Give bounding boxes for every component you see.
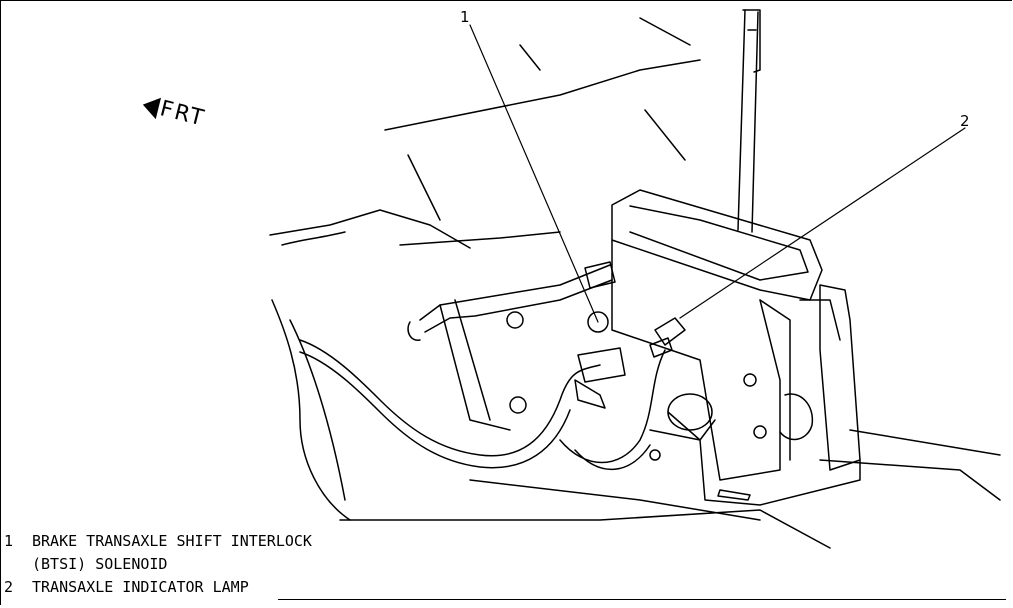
cable-bracket-2 [454,299,491,421]
legend-item: 1 BRAKE TRANSAXLE SHIFT INTERLOCK [4,530,1004,553]
console-edge [407,154,441,221]
callout-1: 1 [460,8,470,26]
btsi-solenoid [577,347,626,383]
indicator-lamp-socket [649,337,673,358]
btsi-connector [584,261,616,289]
console-edge-3 [644,109,686,161]
right-bracket [819,284,861,471]
base-plate [649,429,861,506]
cable-end [407,321,421,341]
btsi-solenoid-2 [574,379,606,409]
dash-outline [384,59,701,131]
dash-outline-2 [519,44,541,71]
shift-cable-2 [424,279,613,333]
lower-floor-3 [819,459,1001,501]
legend: 1 BRAKE TRANSAXLE SHIFT INTERLOCK (BTSI)… [4,530,1004,599]
bolt-3 [509,396,527,414]
floor-line-2 [281,231,346,246]
gear [779,393,814,441]
bolt-5 [753,425,767,439]
lower-floor [339,509,831,549]
side-panel-2 [289,319,346,501]
lever-tip [742,9,761,73]
bolt [587,311,609,333]
shifter-housing-2 [759,299,791,461]
legend-number: 1 [4,532,14,550]
wiring-harness-4 [574,444,651,471]
bottom-rule [278,599,1006,600]
console-edge-2 [639,17,691,46]
shift-cable [419,264,611,321]
shifter-housing [611,239,781,481]
wiring-harness [299,339,601,457]
lock-cylinder-body [667,411,716,441]
shifter-bezel [611,189,823,301]
leader-line-1 [469,24,599,323]
legend-text: BRAKE TRANSAXLE SHIFT INTERLOCK [32,532,312,550]
legend-item-continued: (BTSI) SOLENOID [4,553,1004,576]
cable-bracket [439,304,511,431]
callout-2: 2 [960,112,970,130]
lock-cylinder [667,393,713,431]
legend-text: (BTSI) SOLENOID [32,555,168,573]
shifter-bezel-inner [629,205,809,281]
bolt-2 [506,311,524,329]
floor-line-3 [399,231,561,246]
bolt-4 [743,373,757,387]
slot [717,489,751,501]
legend-text: TRANSAXLE INDICATOR LAMP [32,578,249,596]
leader-line-2 [679,127,966,319]
right-bracket-2 [799,299,841,341]
floor-line [269,209,471,249]
legend-item: 2 TRANSAXLE INDICATOR LAMP [4,576,1004,599]
side-panel [271,299,351,521]
legend-number: 2 [4,578,14,596]
lower-floor-4 [849,429,1001,456]
wiring-harness-2 [299,351,571,469]
lower-floor-2 [469,479,761,521]
bolt-6 [649,449,661,461]
shift-lever [737,9,759,233]
